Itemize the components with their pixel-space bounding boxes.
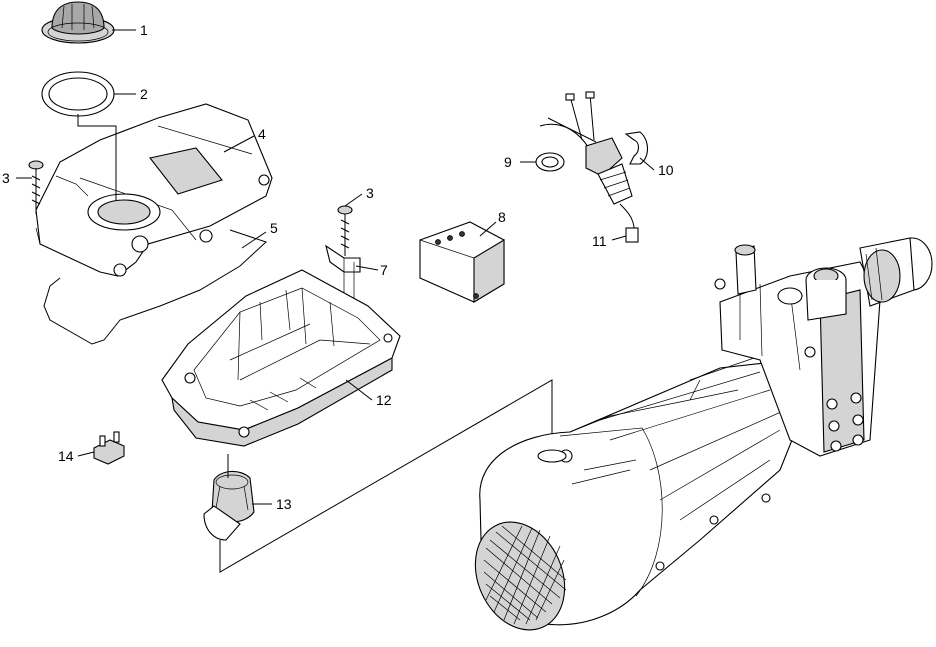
callout-14: 14: [58, 448, 74, 464]
part-10-clip: [624, 131, 649, 165]
part-3-screw-right: [337, 205, 353, 256]
part-14-connector: [93, 431, 125, 465]
vent-grille: [483, 525, 567, 625]
callout-5: 5: [270, 220, 278, 236]
part-13-boot: [203, 470, 255, 541]
part-2-ring: [41, 71, 115, 117]
callout-8: 8: [498, 209, 506, 225]
callout-3-left: 3: [2, 170, 10, 186]
motor-pump-assembly: [474, 237, 933, 631]
leader-lines: [16, 29, 655, 505]
callout-2: 2: [140, 86, 148, 102]
callout-3-right: 3: [366, 185, 374, 201]
callout-1: 1: [140, 22, 148, 38]
callout-12: 12: [376, 392, 392, 408]
part-12-housing-tray: [161, 269, 401, 447]
callout-11: 11: [592, 233, 607, 249]
callout-13: 13: [276, 496, 292, 512]
part-4-top-cover: [35, 103, 273, 277]
part-8-block: [419, 221, 505, 303]
part-9-washer: [535, 152, 565, 172]
callout-4: 4: [258, 126, 266, 142]
part-5-gasket: [43, 229, 267, 345]
callout-7: 7: [380, 262, 388, 278]
guide-line-cable: [219, 379, 553, 573]
callout-labels: 1 2 3 4 3 5 7 8 9 10 11 12 13 14: [2, 22, 674, 512]
sensor-with-wires: [539, 91, 639, 243]
part-1-cap: [41, 1, 115, 44]
part-3-screw-left: [28, 160, 44, 214]
callout-9: 9: [504, 154, 512, 170]
guide-line-cap: [77, 114, 117, 200]
part-7-clip: [325, 244, 361, 300]
callout-10: 10: [658, 162, 674, 178]
